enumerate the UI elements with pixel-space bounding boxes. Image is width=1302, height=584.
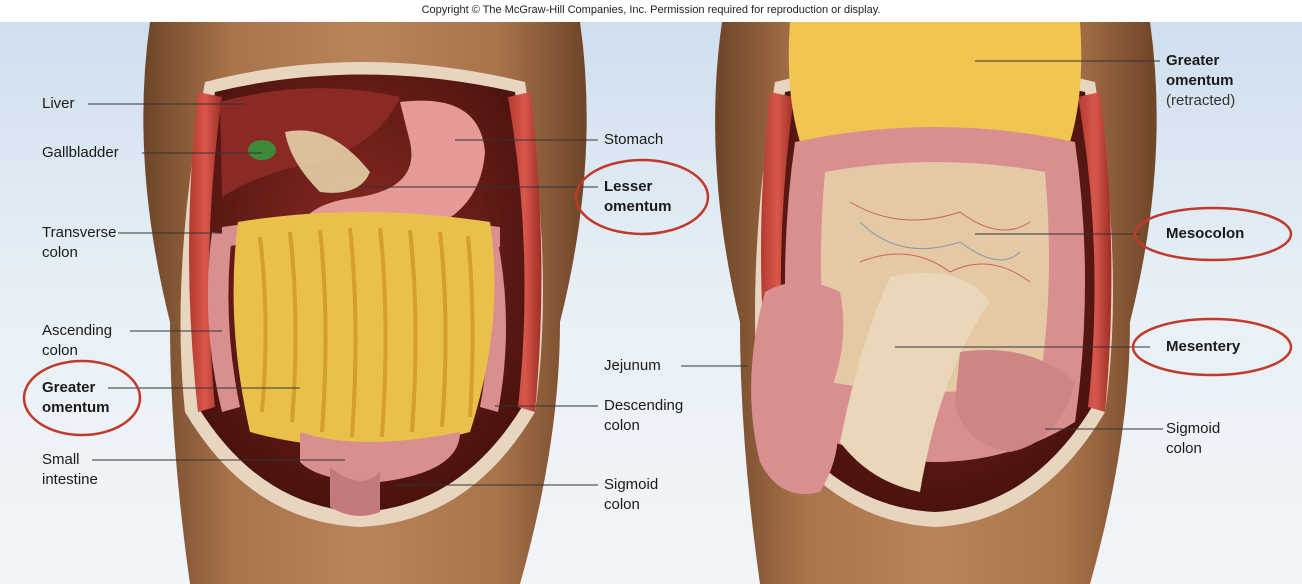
label-sigmoid-colon-right-line2: colon	[1166, 440, 1202, 457]
abdominal-anatomy-figure	[0, 22, 1302, 584]
label-greater-omentum-line1: Greater	[42, 379, 96, 396]
label-transverse-colon-line1: Transverse	[42, 224, 117, 241]
label-greater-omentum-line2: omentum	[42, 399, 110, 416]
label-mesentery: Mesentery	[1166, 338, 1241, 355]
highlight-greater-omentum	[22, 359, 142, 437]
sigmoid-colon	[955, 350, 1075, 452]
label-greater-omentum-retracted-line2: omentum	[1166, 72, 1234, 89]
label-ascending-colon-line2: colon	[42, 342, 78, 359]
gallbladder	[248, 140, 276, 160]
highlight-mesentery	[1131, 317, 1293, 377]
copyright-notice: Copyright © The McGraw-Hill Companies, I…	[421, 4, 881, 16]
right-leader-lines	[681, 60, 1163, 430]
greater-omentum-retracted	[788, 22, 1082, 142]
left-abdominal-wall-muscle	[189, 92, 222, 412]
label-lesser-omentum-line1: Lesser	[604, 178, 653, 195]
right-torso	[715, 22, 1157, 584]
left-leader-lines	[88, 103, 598, 486]
highlight-mesocolon	[1133, 206, 1293, 262]
right-abdominal-wall-muscle	[508, 92, 542, 412]
label-sigmoid-colon-left-line1: Sigmoid	[604, 476, 659, 493]
label-descending-colon-line1: Descending	[604, 397, 684, 414]
jejunum	[751, 282, 844, 494]
label-liver: Liver	[42, 95, 75, 112]
highlight-lesser-omentum	[574, 158, 710, 236]
mesentery	[840, 272, 990, 492]
lesser-omentum	[285, 130, 370, 193]
label-transverse-colon-line2: colon	[42, 244, 78, 261]
label-greater-omentum-retracted-line1: Greater	[1166, 52, 1220, 69]
label-lesser-omentum-line2: omentum	[604, 198, 672, 215]
label-small-intestine-line2: intestine	[42, 471, 98, 488]
label-jejunum: Jejunum	[604, 357, 661, 374]
ascending-colon	[207, 232, 240, 412]
label-small-intestine-line1: Small	[42, 451, 80, 468]
label-stomach: Stomach	[604, 131, 664, 148]
stomach	[300, 100, 485, 239]
label-ascending-colon-line1: Ascending	[42, 322, 113, 339]
label-sigmoid-colon-right-line1: Sigmoid	[1166, 420, 1221, 437]
label-descending-colon-line2: colon	[604, 417, 640, 434]
label-mesocolon: Mesocolon	[1166, 225, 1245, 242]
label-greater-omentum-retracted-line3: (retracted)	[1166, 92, 1236, 109]
sigmoid-colon	[330, 467, 380, 516]
label-gallbladder: Gallbladder	[42, 144, 119, 161]
label-sigmoid-colon-left-line2: colon	[604, 496, 640, 513]
right-abdominal-wall-muscle	[1078, 92, 1112, 412]
small-intestine	[300, 432, 460, 482]
greater-omentum	[233, 212, 495, 447]
left-torso	[143, 22, 587, 584]
highlight-circles	[22, 158, 1293, 437]
